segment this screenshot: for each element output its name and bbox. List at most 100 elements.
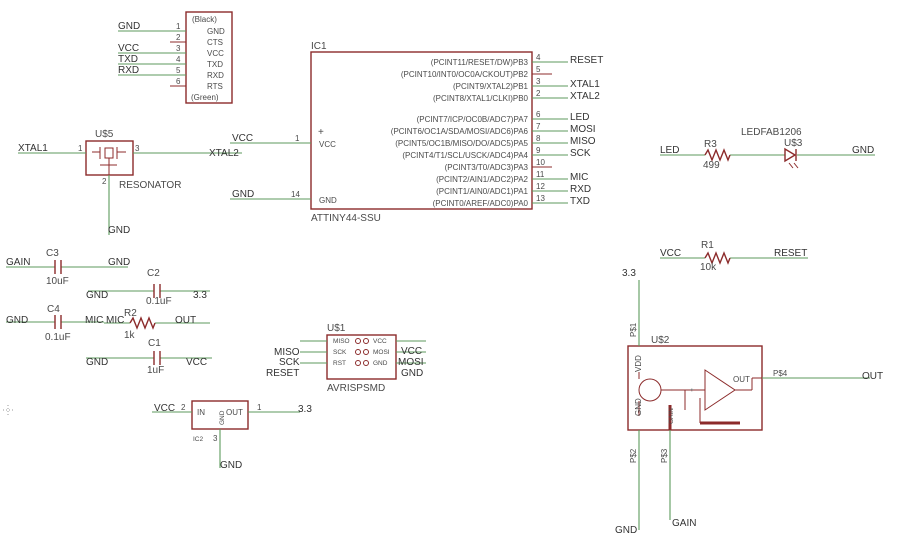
net-label: SCK [279, 357, 300, 368]
ic1-pin-label: (PCINT11/RESET/DW)PB3 [431, 58, 529, 67]
resistor-r3 [704, 148, 731, 162]
ic1-value: ATTINY44-SSU [311, 213, 381, 224]
net-label: GND [6, 315, 28, 326]
ftdi-pin-number: 1 [176, 22, 181, 31]
mic-vdd-label: VDD [634, 355, 643, 372]
resonator-name: U$5 [95, 129, 114, 140]
net-label: MIC [570, 172, 588, 183]
net-label: TXD [118, 54, 138, 65]
ic1-pin-label: (PCINT7/ICP/OC0B/ADC7)PA7 [417, 115, 529, 124]
net-label: VCC [118, 43, 139, 54]
ftdi-top-label: (Black) [192, 15, 217, 24]
net-label: OUT [175, 315, 196, 326]
net-label: MOSI [570, 124, 596, 135]
ic2-pin-number: 3 [213, 434, 218, 443]
led-symbol [784, 147, 797, 163]
net-label: XTAL1 [18, 143, 48, 154]
led-value: LEDFAB1206 [741, 127, 802, 138]
ic1-pin-label: (PCINT0/AREF/ADC0)PA0 [433, 199, 529, 208]
ic1-pin-number: 2 [536, 89, 541, 98]
net-label: 3.3 [622, 268, 636, 279]
ic1-plus: + [318, 127, 324, 138]
ic1-pin-number: 13 [536, 194, 545, 203]
c4-name: C4 [47, 304, 60, 315]
avrisp-header: U$1 AVRISPSMD MISO SCK RST VCC MOSI GND … [266, 323, 426, 394]
avrisp-value: AVRISPSMD [327, 383, 385, 394]
capacitor-c2: GND C2 0.1uF 3.3 [86, 268, 210, 307]
net-label: RESET [266, 368, 299, 379]
mic-pin-label: P$1 [629, 322, 638, 337]
r1-value: 10k [700, 262, 717, 273]
ftdi-pin-label: CTS [207, 38, 223, 47]
ic1-pin-number: 4 [536, 53, 541, 62]
led-circuit: LED R3 499 LEDFAB1206 U$3 GND [660, 127, 875, 171]
ftdi-bottom-label: (Green) [191, 93, 219, 102]
net-label: TXD [570, 196, 590, 207]
ic1-attiny44: IC1 ATTINY44-SSU + 1 14 VCC GND VCC GND … [230, 41, 603, 224]
ftdi-pin-number: 6 [176, 77, 181, 86]
mic-body [627, 345, 763, 431]
c4-value: 0.1uF [45, 332, 71, 343]
net-label: GND [401, 368, 423, 379]
ic2-pin-number: 1 [257, 403, 262, 412]
net-label: MISO [274, 347, 300, 358]
ic1-pin-number: 1 [295, 134, 300, 143]
net-label: GND [118, 21, 140, 32]
net-label: OUT [862, 371, 883, 382]
c3-name: C3 [46, 248, 59, 259]
net-label: GND [108, 257, 130, 268]
avrisp-pin-label: GND [373, 360, 388, 367]
net-label: GND [108, 225, 130, 236]
c1-name: C1 [148, 338, 161, 349]
ic1-pin-label: (PCINT1/AIN0/ADC1)PA1 [436, 187, 528, 196]
ic1-pin-number: 12 [536, 182, 545, 191]
ic1-pin-number: 11 [536, 170, 545, 179]
net-label: VCC [186, 357, 207, 368]
avrisp-pin-label: MISO [333, 338, 350, 345]
mic-pin-label: P$4 [773, 369, 788, 378]
net-label: RXD [118, 65, 139, 76]
ic1-pin-number: 9 [536, 146, 541, 155]
ic1-pin-number: 7 [536, 122, 541, 131]
net-label: RESET [774, 248, 807, 259]
net-label: GND [615, 525, 637, 536]
net-label: GND [86, 357, 108, 368]
net-label: MOSI [398, 357, 424, 368]
ic2-pin-number: 2 [181, 403, 186, 412]
ftdi-pin-number: 4 [176, 55, 181, 64]
ic1-pin-number: 6 [536, 110, 541, 119]
ic1-pin-label: (PCINT6/OC1A/SDA/MOSI/ADC6)PA6 [391, 127, 529, 136]
net-label: MIC [106, 315, 124, 326]
net-label: GND [86, 290, 108, 301]
net-label: RESET [570, 55, 603, 66]
mic-plus: + [690, 387, 694, 394]
net-label: MIC [85, 315, 103, 326]
net-label: GAIN [6, 257, 30, 268]
resonator-value: RESONATOR [119, 180, 181, 191]
net-label: XTAL1 [570, 79, 600, 90]
mic-out-label: OUT [733, 375, 750, 384]
net-label: VCC [154, 403, 175, 414]
ic2-gnd-label: GND [219, 410, 226, 425]
ic2-in-label: IN [197, 408, 205, 417]
mic-gnd-label: GND [634, 398, 643, 416]
ic1-pin-label: (PCINT3/T0/ADC3)PA3 [445, 163, 529, 172]
r3-value: 499 [703, 160, 720, 171]
led-name: U$3 [784, 138, 803, 149]
net-label: GAIN [672, 518, 696, 529]
resonator-pin-number: 1 [78, 144, 83, 153]
ftdi-pin-number: 3 [176, 44, 181, 53]
net-label: RXD [570, 184, 591, 195]
ic2-name: IC2 [193, 436, 204, 443]
net-label: GND [220, 460, 242, 471]
resonator-pin-number: 3 [135, 144, 140, 153]
avrisp-pin-label: SCK [333, 349, 347, 356]
mic-pin-label: P$2 [629, 448, 638, 463]
net-label: VCC [401, 346, 422, 357]
ftdi-pin-label: GND [207, 27, 225, 36]
net-label: GND [852, 145, 874, 156]
net-label: XTAL2 [570, 91, 600, 102]
ftdi-pin-label: VCC [207, 49, 224, 58]
net-label: LED [570, 112, 589, 123]
